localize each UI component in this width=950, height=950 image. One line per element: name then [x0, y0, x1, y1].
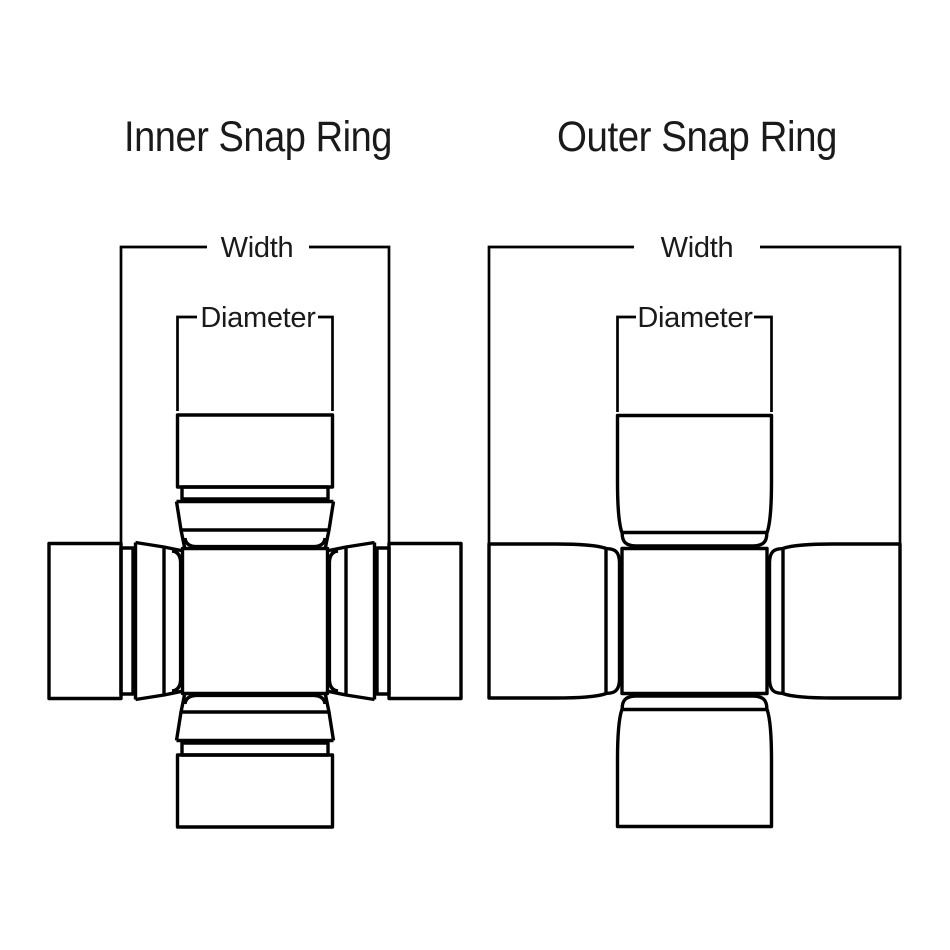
trunnion-arm-bottom: [615, 694, 774, 829]
inner-diameter-bracket: [176, 315, 334, 411]
trunnion-arm-right: [767, 542, 902, 700]
cross-body: [180, 546, 330, 696]
inner-width-label: Width: [221, 232, 294, 264]
outer-diagram-title: Outer Snap Ring: [557, 113, 837, 161]
diagram-inner-snap-ring: Inner Snap Ring Width Diameter: [47, 113, 463, 829]
inner-diagram-title: Inner Snap Ring: [124, 113, 392, 161]
outer-diameter-bracket: [616, 315, 773, 412]
trunnion-arm-right: [326, 540, 463, 702]
cross-body: [620, 546, 769, 696]
diagram-outer-snap-ring: Outer Snap Ring Width Diameter: [487, 113, 902, 829]
inner-u-joint-cross: [47, 413, 463, 829]
trunnion-arm-top: [615, 413, 774, 548]
inner-diameter-label: Diameter: [200, 302, 316, 334]
outer-width-bracket: [487, 245, 902, 545]
outer-u-joint-cross: [487, 413, 902, 829]
outer-width-label: Width: [661, 232, 734, 264]
inner-width-bracket: [119, 245, 391, 543]
trunnion-arm-left: [47, 540, 184, 702]
outer-diameter-label: Diameter: [637, 302, 753, 334]
trunnion-arm-top: [174, 413, 336, 550]
trunnion-arm-left: [487, 542, 622, 700]
trunnion-arm-bottom: [174, 692, 336, 829]
